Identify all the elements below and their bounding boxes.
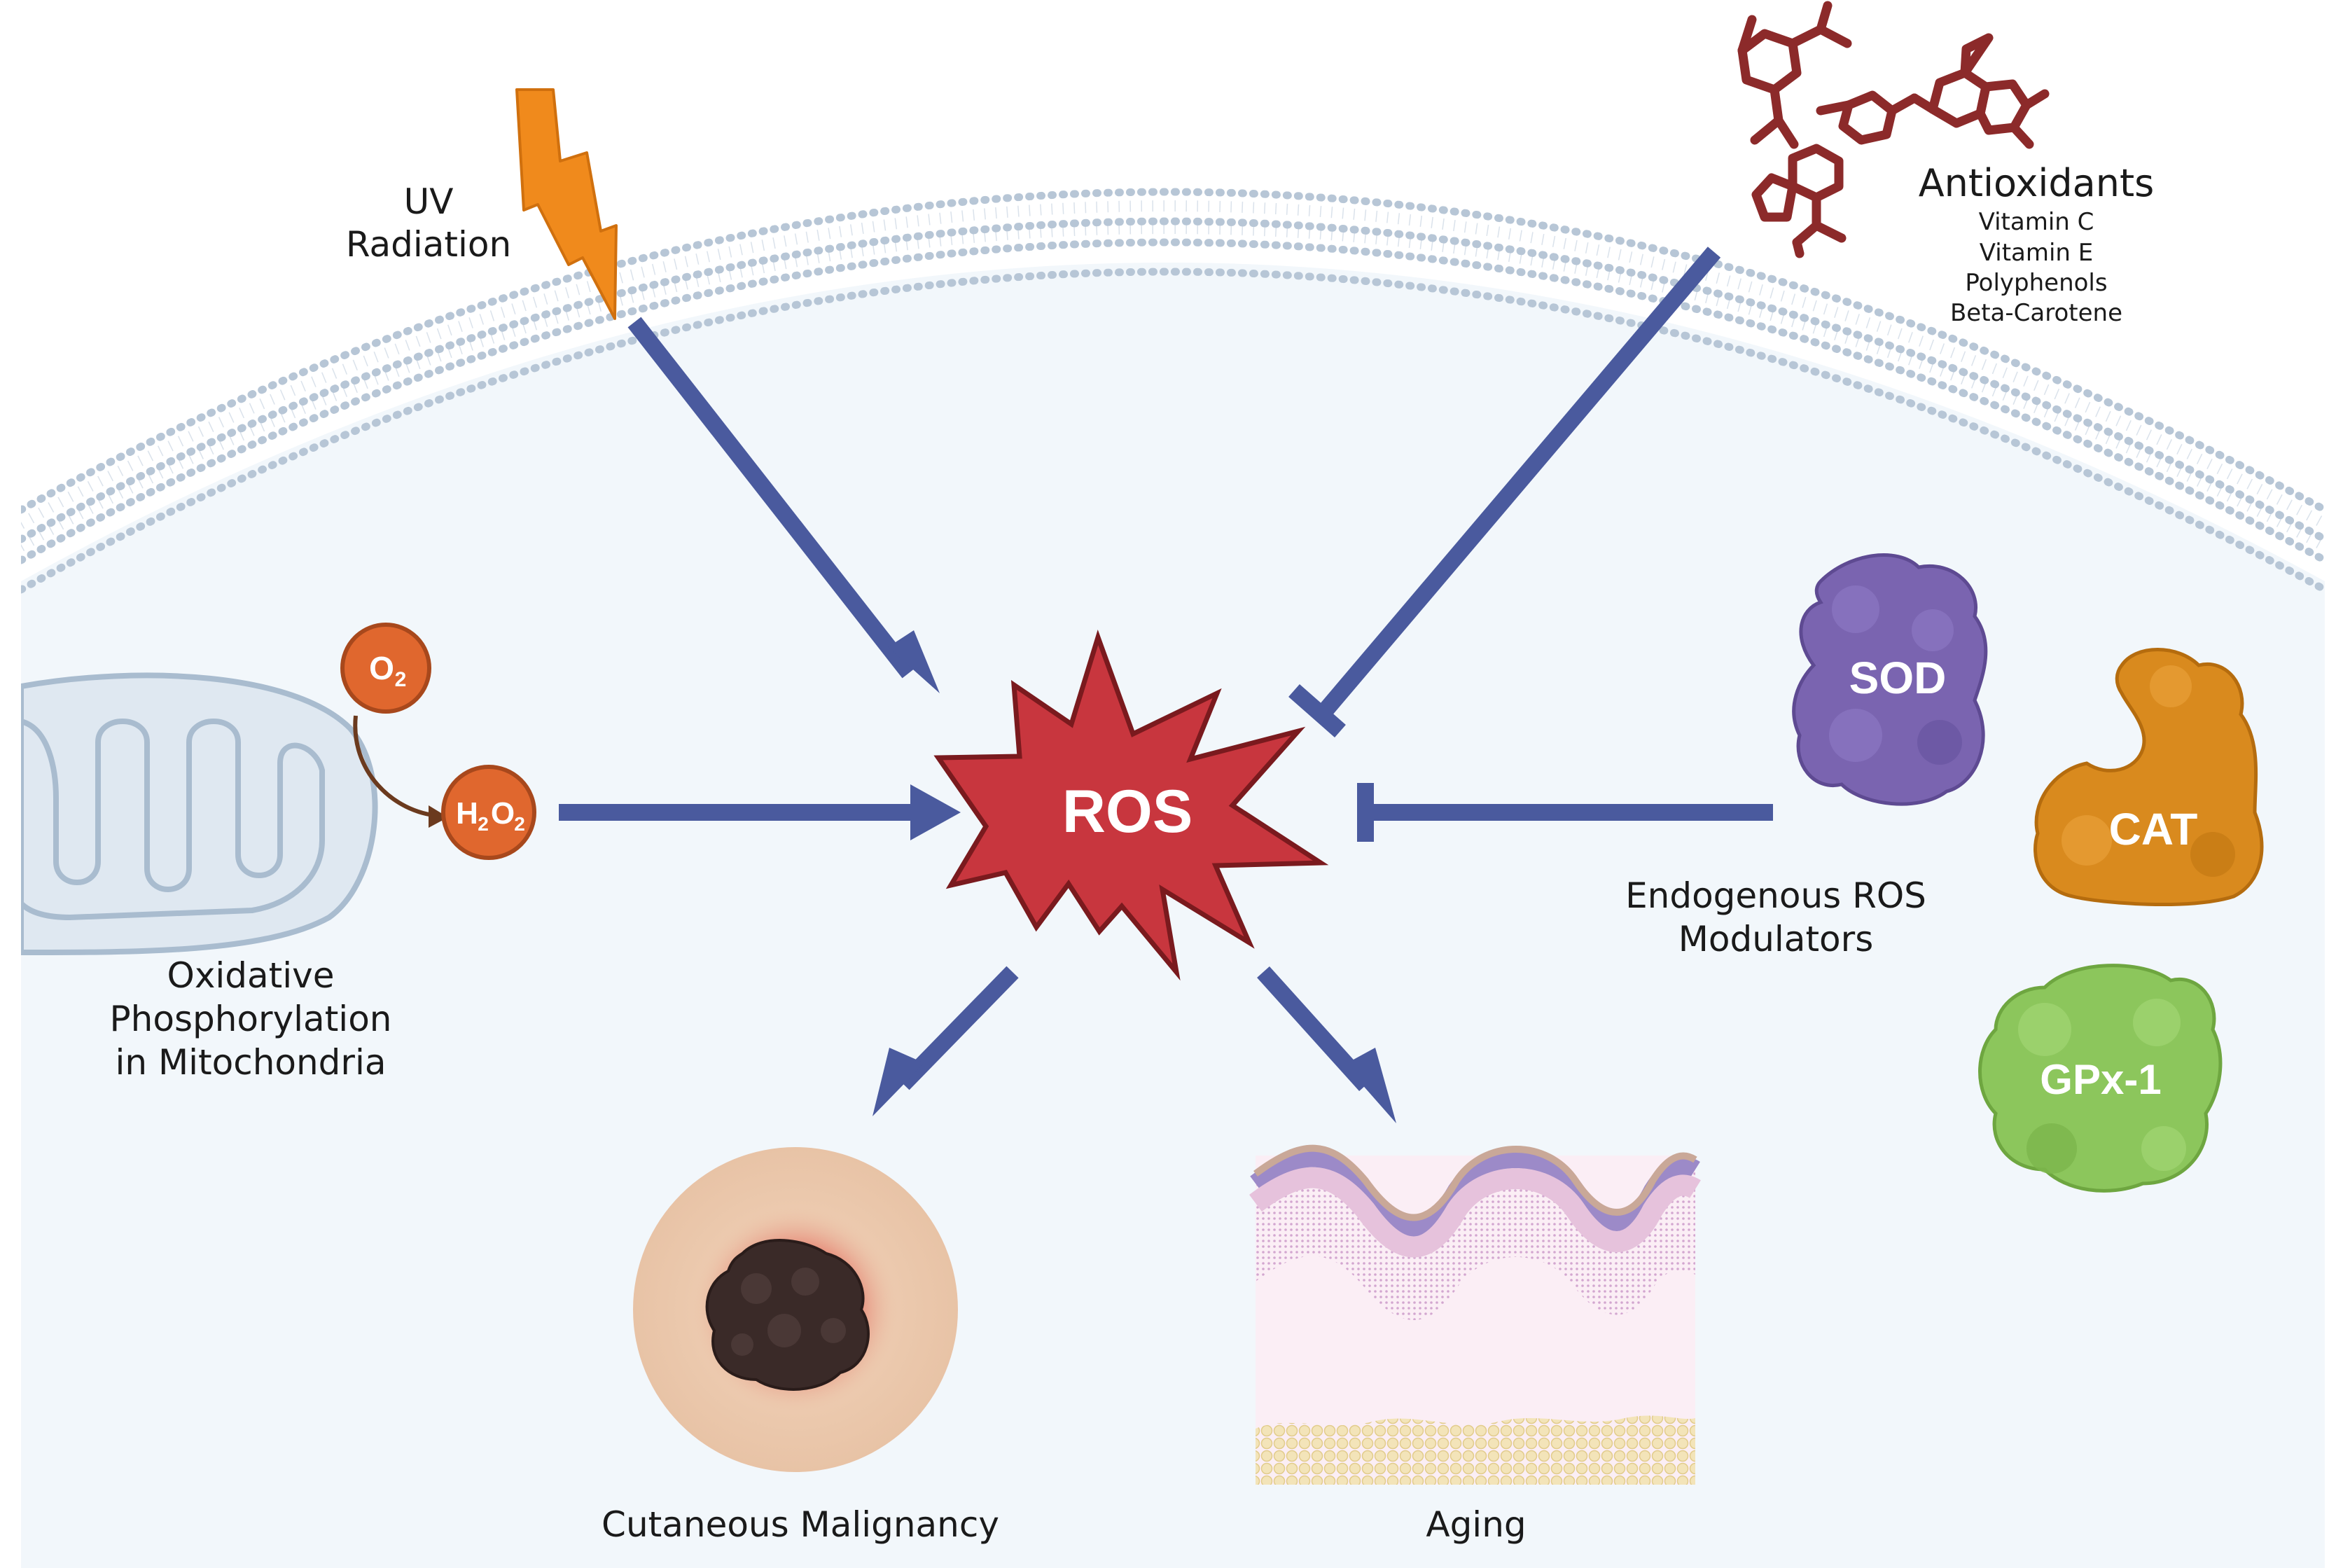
gpx-enzyme-icon: GPx-1: [1978, 964, 2223, 1193]
endogenous-label-line1: Endogenous ROS: [1625, 875, 1926, 916]
antioxidant-item-3: Polyphenols: [1965, 269, 2107, 297]
svg-text:O: O: [369, 650, 394, 686]
oxphos-label-line1: Oxidative: [167, 955, 334, 996]
h2o2-o: O: [491, 796, 515, 831]
hydrogen-peroxide-molecule: H 2 O 2: [441, 765, 536, 860]
uv-lightning-icon: [515, 88, 618, 320]
mitochondrion-icon: [21, 672, 378, 955]
sod-label: SOD: [1849, 653, 1947, 703]
antioxidant-item-1: Vitamin C: [1979, 208, 2094, 236]
oxphos-label-line2: Phosphorylation: [110, 999, 392, 1039]
ros-star-icon: [933, 629, 1329, 981]
antioxidant-inhibition-line: [1315, 247, 1721, 720]
cell: [21, 188, 2325, 1568]
cell-interior: [21, 263, 2325, 1568]
h2o2-sub1: 2: [478, 813, 489, 835]
o2-to-h2o2-arrow: [353, 715, 440, 818]
labels: UV Radiation Antioxidants Vitamin C Vita…: [110, 161, 2155, 1545]
cat-label: CAT: [2109, 804, 2198, 854]
aging-label: Aging: [1426, 1504, 1526, 1545]
antioxidant-item-2: Vitamin E: [1980, 239, 2094, 267]
aging-skin-illustration: [1249, 1144, 1701, 1485]
cell-membrane: [21, 188, 2325, 594]
ros-burst: ROS: [933, 629, 1329, 981]
cat-enzyme-icon: CAT: [2033, 648, 2264, 907]
antioxidants-title: Antioxidants: [1919, 161, 2155, 205]
h2o2-sub2: 2: [514, 813, 525, 835]
h2o2-h: H: [456, 796, 478, 831]
gpx-label: GPx-1: [2040, 1056, 2161, 1103]
uv-to-ros-arrow: [627, 317, 916, 679]
malignancy-label: Cutaneous Malignancy: [602, 1504, 999, 1545]
endogenous-label-line2: Modulators: [1678, 919, 1874, 959]
arrows: [559, 247, 1773, 1123]
oxygen-molecule: O 2: [340, 623, 431, 714]
antioxidant-item-4: Beta-Carotene: [1950, 299, 2122, 327]
oxphos-label-line3: in Mitochondria: [116, 1042, 387, 1083]
o2-label: O: [369, 650, 394, 686]
uv-label-line1: UV: [404, 181, 454, 222]
antioxidant-molecules-icon: [1737, 1, 2050, 258]
o2-subscript: 2: [395, 668, 407, 691]
melanoma-illustration: [633, 1147, 958, 1472]
ros-label: ROS: [1062, 778, 1193, 845]
uv-label-line2: Radiation: [346, 224, 511, 265]
sod-enzyme-icon: SOD: [1792, 553, 1988, 806]
